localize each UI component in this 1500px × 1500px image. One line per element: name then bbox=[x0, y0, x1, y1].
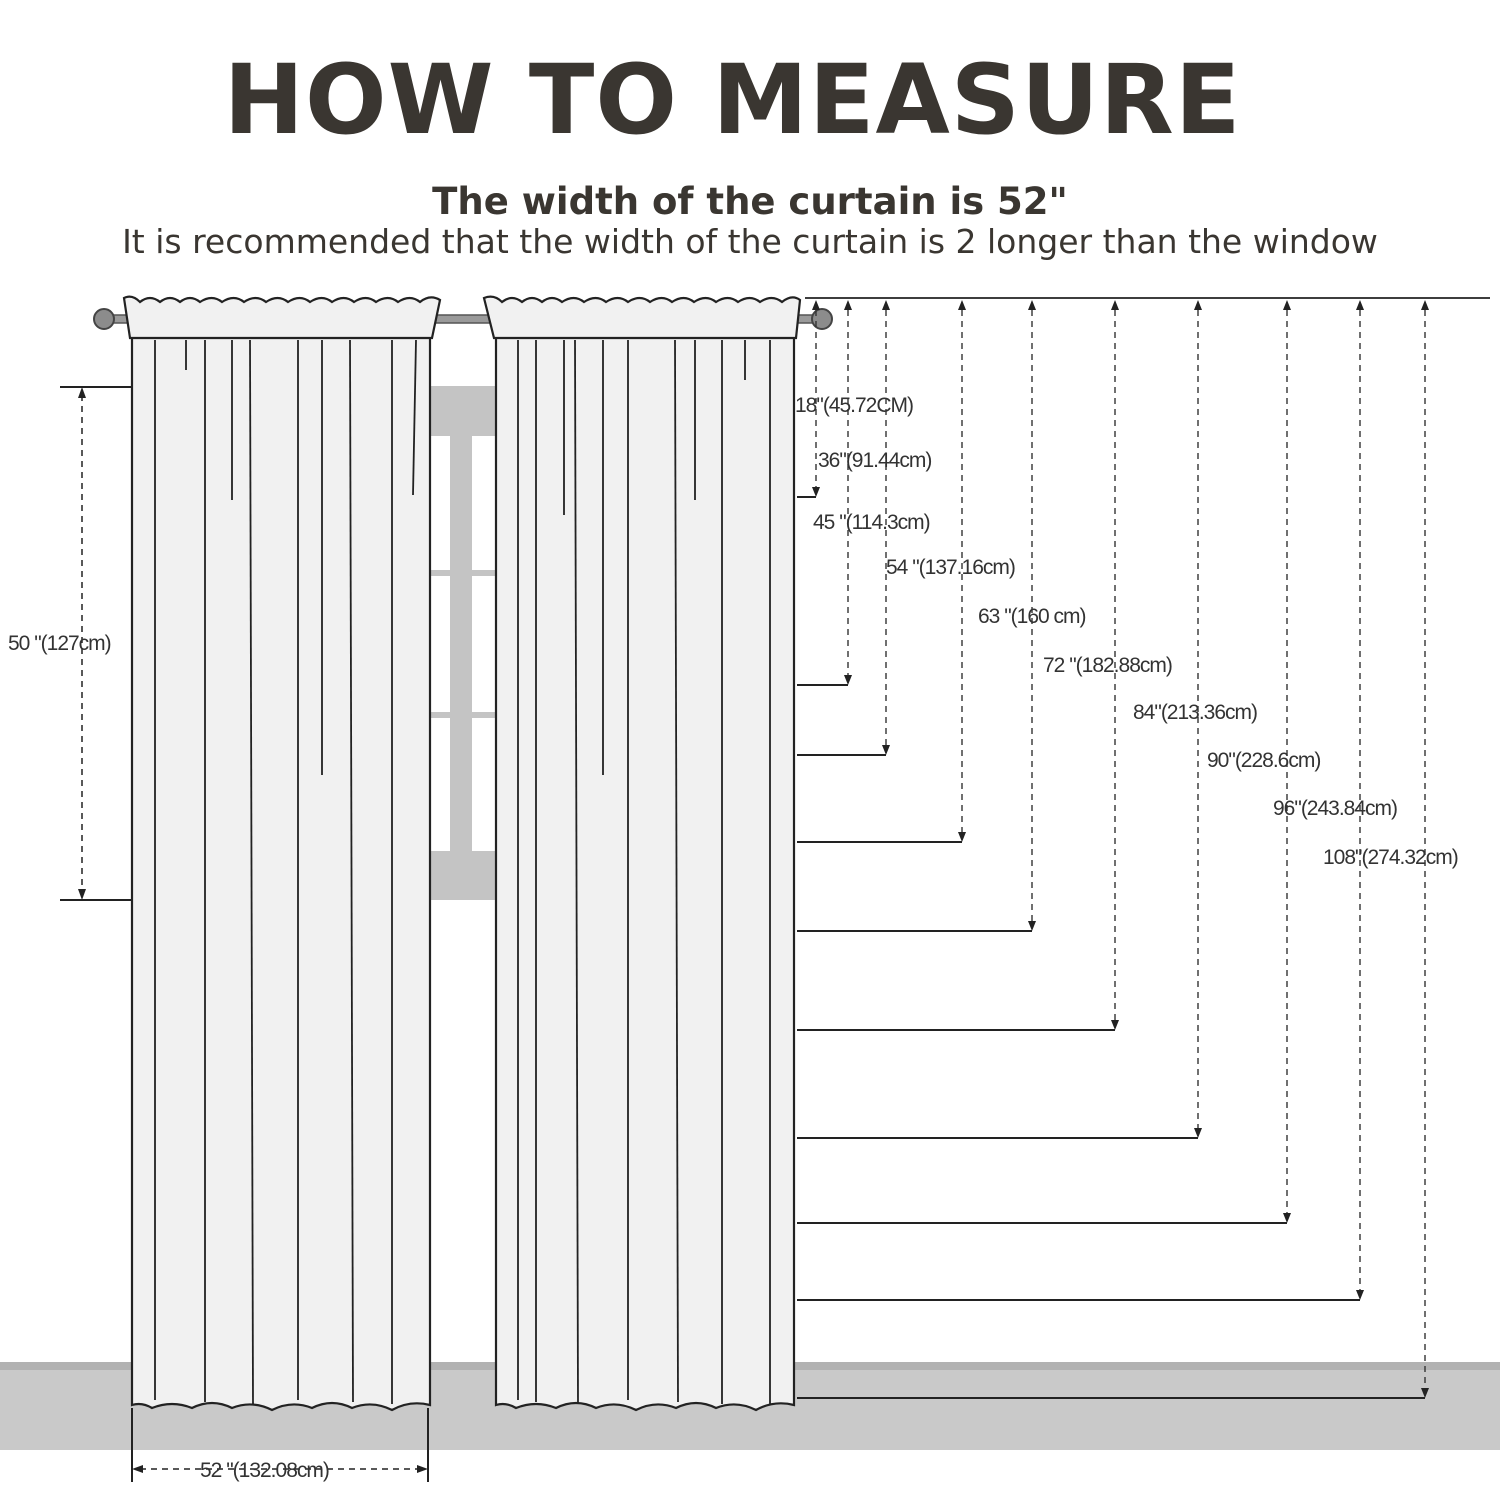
length-label: 108"(274.32cm) bbox=[1323, 846, 1458, 869]
length-arrow-bottom bbox=[1111, 1020, 1119, 1030]
length-label: 90"(228.6cm) bbox=[1207, 749, 1320, 772]
length-arrow-bottom bbox=[1028, 921, 1036, 931]
curtain-panel-left bbox=[122, 295, 442, 1412]
length-arrow-top bbox=[1111, 300, 1119, 310]
length-label: 45 "(114.3cm) bbox=[813, 511, 930, 534]
length-arrow-top bbox=[882, 300, 890, 310]
length-arrow-bottom bbox=[1356, 1290, 1364, 1300]
length-label: 18"(45.72CM) bbox=[795, 394, 913, 417]
curtain-width-label: 52 "(132.08cm) bbox=[200, 1459, 329, 1482]
length-arrow-bottom bbox=[1283, 1213, 1291, 1223]
window-height-label: 50 "(127cm) bbox=[8, 632, 111, 655]
recommendation-note: It is recommended that the width of the … bbox=[122, 222, 1378, 261]
length-arrow-bottom bbox=[882, 745, 890, 755]
length-label: 63 "(160 cm) bbox=[978, 605, 1086, 628]
length-arrow-bottom bbox=[958, 832, 966, 842]
curtain-width-dimension bbox=[131, 1408, 429, 1482]
length-label: 72 "(182.88cm) bbox=[1043, 654, 1172, 677]
length-arrow-top bbox=[1028, 300, 1036, 310]
length-arrow-bottom bbox=[812, 487, 820, 497]
length-arrow-bottom bbox=[1421, 1388, 1429, 1398]
length-arrow-top bbox=[1194, 300, 1202, 310]
length-arrow-top bbox=[1356, 300, 1364, 310]
length-label: 96"(243.84cm) bbox=[1273, 797, 1397, 820]
length-label: 84"(213.36cm) bbox=[1133, 701, 1257, 724]
length-arrow-top bbox=[844, 300, 852, 310]
curtain-width-heading: The width of the curtain is 52" bbox=[432, 180, 1068, 223]
page-title: HOW TO MEASURE bbox=[223, 44, 1242, 156]
window-height-dimension bbox=[60, 386, 132, 901]
window bbox=[428, 386, 498, 900]
length-arrow-top bbox=[1421, 300, 1429, 310]
length-label: 36"(91.44cm) bbox=[818, 449, 931, 472]
length-arrow-bottom bbox=[844, 675, 852, 685]
length-label: 54 "(137.16cm) bbox=[886, 556, 1015, 579]
length-markers: 18"(45.72CM) 36"(91.44cm) 45 "(114.3cm) 54 … bbox=[795, 300, 1459, 1399]
length-arrow-top bbox=[958, 300, 966, 310]
length-arrow-bottom bbox=[1194, 1128, 1202, 1138]
length-arrow-top bbox=[812, 300, 820, 310]
curtain-panel-right bbox=[482, 295, 802, 1412]
length-arrow-top bbox=[1283, 300, 1291, 310]
